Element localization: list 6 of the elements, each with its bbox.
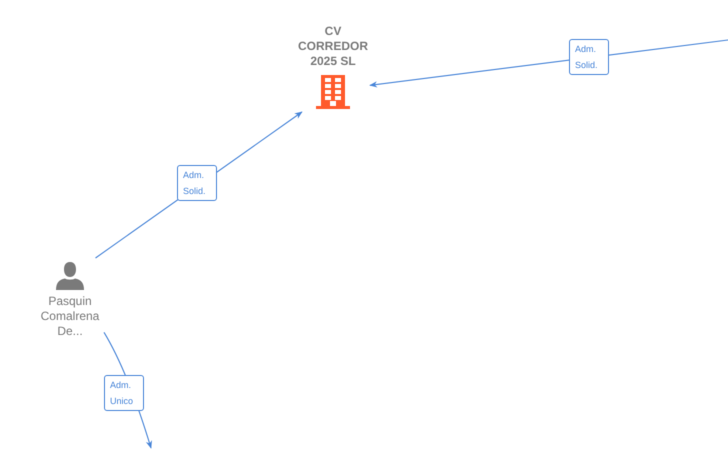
edge-label: Adm. Unico: [104, 375, 144, 411]
company-name: CV CORREDOR 2025 SL: [296, 24, 369, 69]
arrow: [369, 39, 728, 88]
edge-label: Adm. Solid.: [569, 39, 609, 75]
edge-label: Adm. Solid.: [177, 165, 217, 201]
person-name: Pasquin Comalrena De...: [40, 294, 100, 339]
